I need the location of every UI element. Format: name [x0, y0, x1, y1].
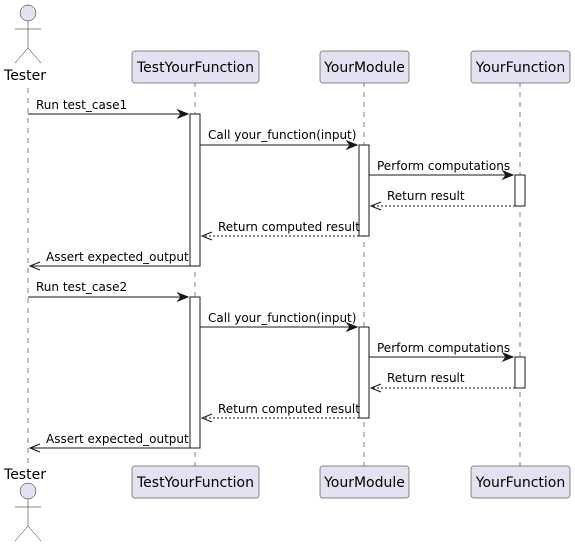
open-arrowhead-icon [200, 231, 213, 241]
message-label: Call your_function(input) [208, 128, 356, 142]
actor-label-bottom: Tester [3, 467, 46, 483]
open-arrowhead-icon [369, 201, 382, 211]
actor-tester-top: Tester [3, 4, 46, 84]
actor-head-icon [19, 4, 37, 22]
participant-your-module-bottom: YourModule [319, 465, 410, 499]
arrowhead-icon [501, 169, 515, 181]
open-arrowhead-icon [28, 443, 41, 453]
activation-your-module-1 [358, 144, 370, 237]
message-return-computed-result-1: Return computed result [200, 220, 360, 241]
message-label: Perform computations [377, 341, 510, 355]
message-return-computed-result-2: Return computed result [200, 402, 360, 423]
participant-label: YourFunction [475, 60, 565, 76]
message-label: Call your_function(input) [208, 311, 356, 325]
activation-your-function-1 [514, 174, 526, 207]
message-label: Run test_case1 [36, 98, 127, 112]
participant-test-your-function-bottom: TestYourFunction [131, 465, 260, 499]
actor-tester-bottom: Tester [3, 467, 46, 542]
participant-label: TestYourFunction [136, 60, 254, 76]
activation-your-function-2 [514, 356, 526, 389]
message-label: Assert expected_output [46, 432, 189, 446]
activation-test-your-function-2 [189, 296, 201, 449]
participant-test-your-function-top: TestYourFunction [131, 50, 260, 84]
message-run-test-case1: Run test_case1 [28, 98, 190, 120]
participant-label: TestYourFunction [136, 475, 254, 491]
message-label: Return computed result [218, 402, 360, 416]
message-assert-expected-output-2: Assert expected_output [28, 432, 190, 453]
message-label: Perform computations [377, 159, 510, 173]
arrowhead-icon [176, 291, 190, 303]
participant-label: YourModule [323, 475, 405, 491]
message-label: Return result [387, 371, 465, 385]
message-call-your-function-1: Call your_function(input) [200, 128, 359, 151]
activation-your-module-2 [358, 326, 370, 419]
message-label: Return result [387, 189, 465, 203]
actor-label-top: Tester [3, 68, 46, 84]
message-perform-computations-1: Perform computations [369, 159, 515, 181]
open-arrowhead-icon [369, 383, 382, 393]
message-perform-computations-2: Perform computations [369, 341, 515, 363]
message-label: Assert expected_output [46, 250, 189, 264]
message-label: Run test_case2 [36, 280, 127, 294]
participant-label: YourModule [323, 60, 405, 76]
open-arrowhead-icon [200, 413, 213, 423]
arrowhead-icon [345, 321, 359, 333]
participant-your-function-bottom: YourFunction [470, 465, 571, 499]
message-run-test-case2: Run test_case2 [28, 280, 190, 303]
message-assert-expected-output-1: Assert expected_output [28, 250, 190, 271]
participant-your-module-top: YourModule [319, 50, 410, 84]
message-return-result-1: Return result [369, 189, 515, 211]
participant-label: YourFunction [475, 475, 565, 491]
message-label: Return computed result [218, 220, 360, 234]
arrowhead-icon [501, 351, 515, 363]
actor-head-icon [19, 482, 37, 500]
open-arrowhead-icon [28, 261, 41, 271]
arrowhead-icon [345, 139, 359, 151]
activation-test-your-function-1 [189, 113, 201, 267]
arrowhead-icon [176, 108, 190, 120]
message-return-result-2: Return result [369, 371, 515, 393]
participant-your-function-top: YourFunction [470, 50, 571, 84]
message-call-your-function-2: Call your_function(input) [200, 311, 359, 333]
